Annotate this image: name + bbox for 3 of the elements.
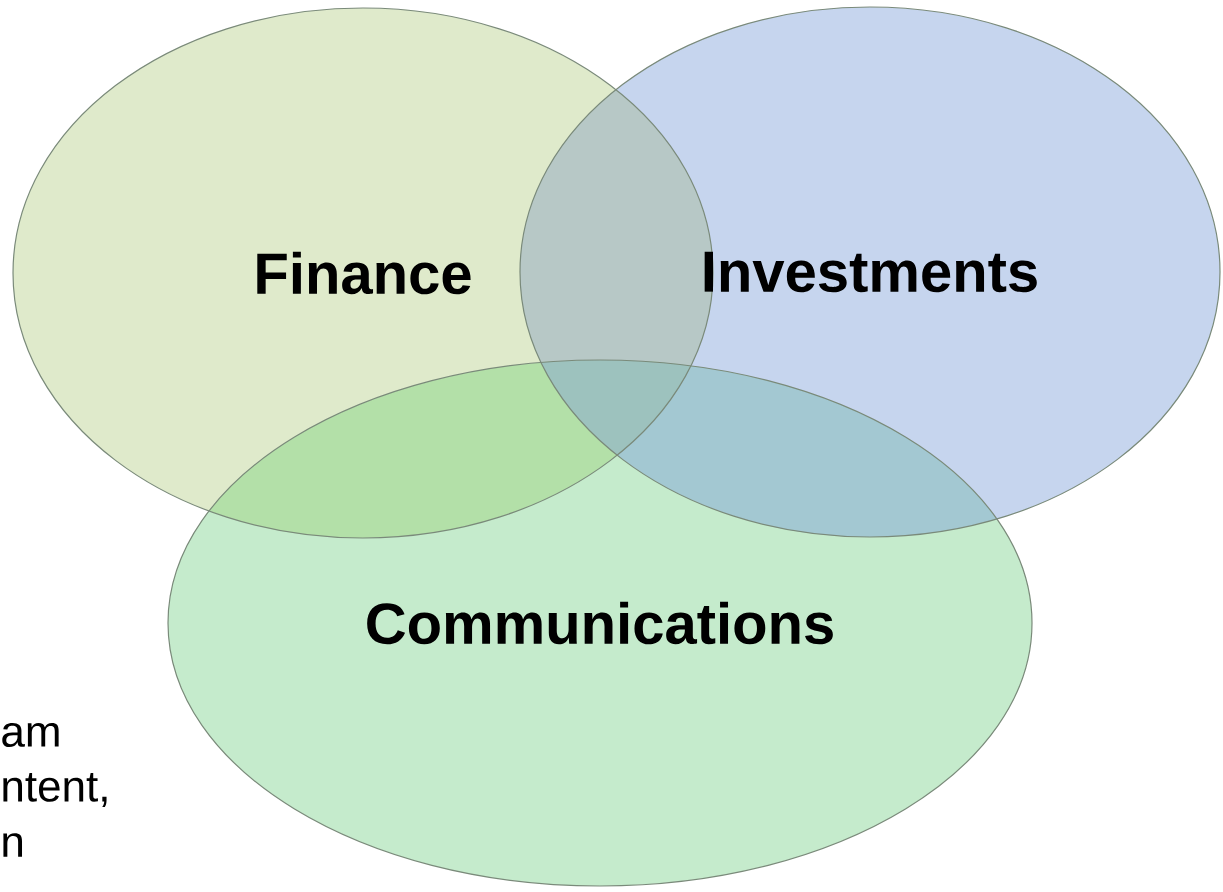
text-fragment: n	[3, 833, 22, 857]
text-fragment: ntent,	[3, 772, 107, 807]
text-fragment: am	[2, 722, 59, 748]
